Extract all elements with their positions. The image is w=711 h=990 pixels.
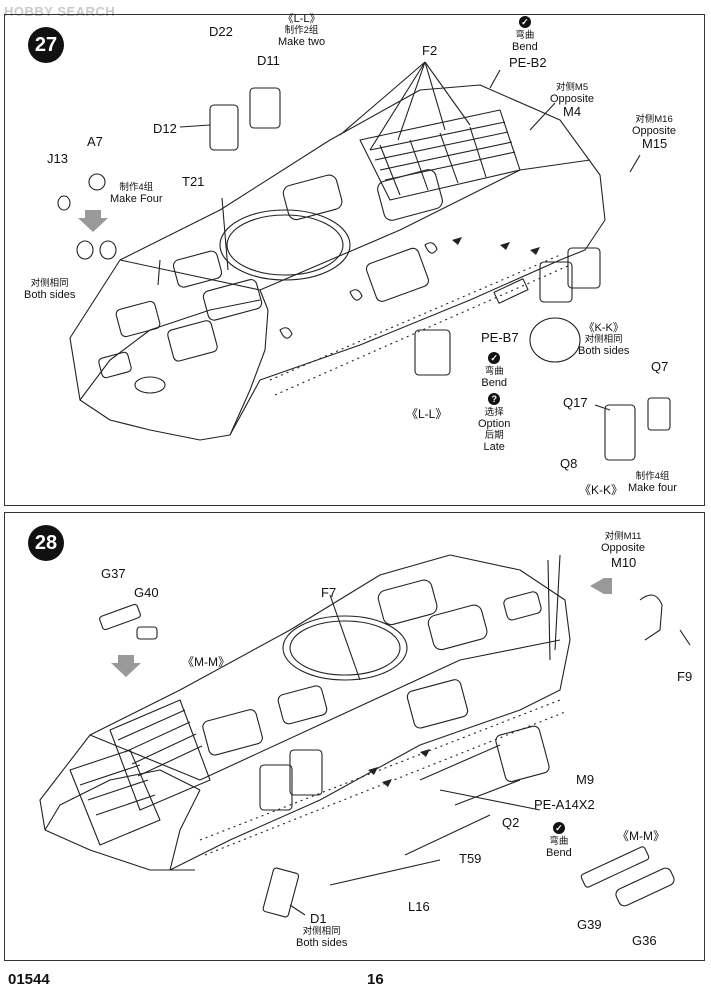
- label-g36: G36: [632, 933, 657, 948]
- label-pe-a14x2: PE-A14X2: [534, 797, 595, 812]
- note-m-m-left: 《M-M》: [182, 655, 230, 669]
- label-pe-b2: PE-B2: [509, 55, 547, 70]
- label-g37: G37: [101, 566, 126, 581]
- note-both-sides: 对侧相同 Both sides: [296, 926, 348, 949]
- note-bend: ✓ 弯曲 Bend: [546, 822, 572, 859]
- note-make-four-right: 制作4组 Make four: [628, 471, 677, 494]
- label-d12: D12: [153, 121, 177, 136]
- note-k-k-both-sides: 《K-K》 对侧相同 Both sides: [578, 322, 630, 357]
- note-opposite-m5: 对侧M5 Opposite: [550, 82, 595, 105]
- bend-icon: ✓: [518, 16, 531, 28]
- label-f2: F2: [422, 43, 438, 58]
- note-m-m-right: 《M-M》: [617, 829, 665, 843]
- note-pe-b7-bend-option-late: ✓ 弯曲 Bend ? 选择 Option 后期 Late: [478, 352, 511, 453]
- step-27-number: 27: [28, 27, 64, 63]
- label-q7: Q7: [651, 359, 669, 374]
- note-opposite-m11: 对侧M11 Opposite: [601, 531, 646, 554]
- product-code: 01544: [8, 971, 50, 988]
- label-a7: A7: [87, 134, 103, 149]
- label-m15: M15: [642, 136, 668, 151]
- note-opposite-m16: 对侧M16 Opposite: [632, 114, 677, 137]
- label-t21: T21: [182, 174, 205, 189]
- step-28-panel: [4, 512, 705, 961]
- label-m9: M9: [576, 772, 595, 787]
- step-27-panel: [4, 14, 705, 506]
- label-f7: F7: [321, 585, 337, 600]
- label-j13: J13: [47, 151, 68, 166]
- label-pe-b7: PE-B7: [481, 330, 519, 345]
- label-d22: D22: [209, 24, 233, 39]
- label-g39: G39: [577, 917, 602, 932]
- label-g40: G40: [134, 585, 159, 600]
- note-k-k-bottom: 《K-K》: [579, 483, 624, 497]
- label-q2: Q2: [502, 815, 520, 830]
- label-m4: M4: [563, 104, 582, 119]
- label-d11: D11: [257, 53, 280, 68]
- label-q8: Q8: [560, 456, 578, 471]
- note-l-l-make-two: 《L-L》 制作2组 Make two: [278, 13, 326, 48]
- watermark: HOBBY SEARCH: [4, 4, 116, 19]
- step-28-number: 28: [28, 525, 64, 561]
- label-f9: F9: [677, 669, 693, 684]
- note-bend-top: ✓ 弯曲 Bend: [512, 16, 538, 53]
- note-l-l-bottom: 《L-L》: [406, 407, 448, 421]
- label-t59: T59: [459, 851, 482, 866]
- label-m10: M10: [611, 555, 637, 570]
- label-l16: L16: [408, 899, 430, 914]
- label-d1: D1: [310, 911, 327, 926]
- page-number: 16: [367, 971, 384, 988]
- note-make-four-left: 制作4组 Make Four: [110, 182, 163, 205]
- option-icon: ?: [488, 393, 501, 405]
- note-both-sides-left: 对侧相同 Both sides: [24, 278, 76, 301]
- label-q17: Q17: [563, 395, 588, 410]
- bend-icon: ✓: [488, 352, 501, 364]
- bend-icon: ✓: [552, 822, 565, 834]
